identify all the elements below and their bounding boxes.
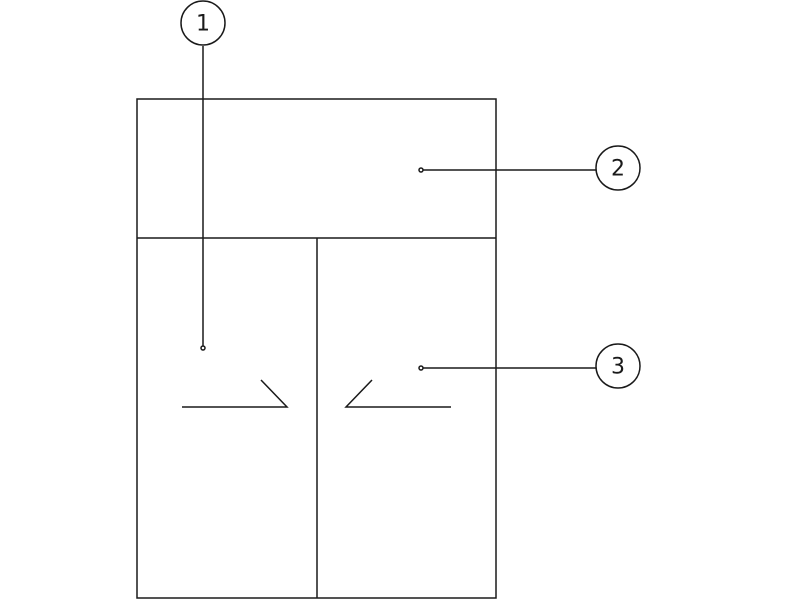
right-door-opening-mark [344,379,451,408]
callout-2-bubble [595,145,641,191]
callout-3-label: 3 [611,355,625,380]
callout-2-anchor-dot [418,167,424,173]
callout-2-label: 2 [611,157,625,182]
callout-1-anchor-dot [200,345,206,351]
callout-1-label: 1 [196,12,210,37]
callout-1-bubble [180,0,226,46]
left-door-opening-mark [182,379,289,408]
callout-3-bubble [595,343,641,389]
callout-3-anchor-dot [418,365,424,371]
